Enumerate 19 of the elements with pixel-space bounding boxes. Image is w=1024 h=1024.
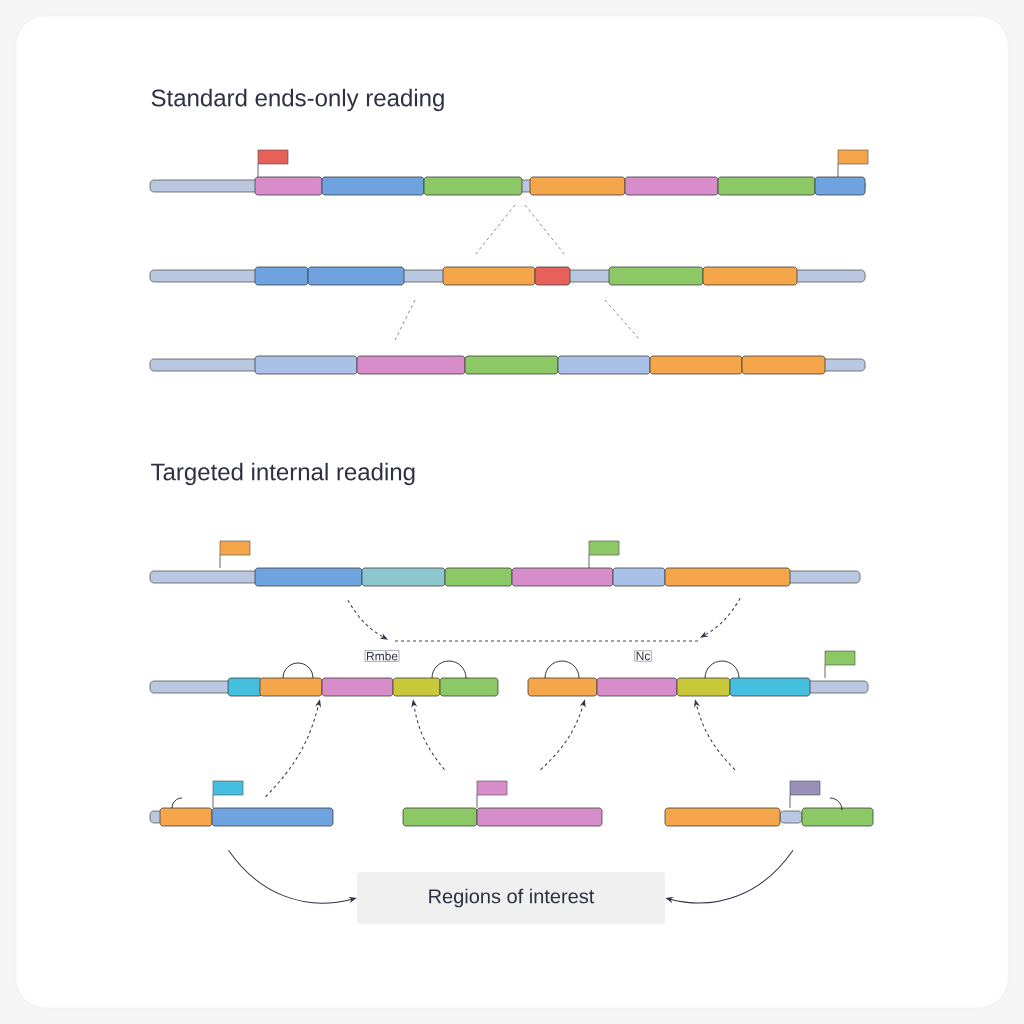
gene-fragment (149, 660, 499, 697)
arrow (347, 599, 388, 640)
section-title: Standard ends-only reading (151, 88, 444, 112)
gene-fragment (527, 650, 869, 697)
arrow (700, 597, 741, 638)
gene-fragment (149, 540, 861, 587)
arrow (228, 849, 356, 904)
tag-label: Nc (634, 650, 652, 662)
tag-label: Rmbe (364, 650, 400, 662)
arrow (666, 849, 794, 904)
gene-fragment (664, 780, 874, 827)
gene-fragment (402, 780, 603, 827)
arrow (540, 700, 586, 771)
arrow (694, 700, 736, 771)
section-title: Targeted internal reading (151, 462, 415, 486)
arrow (265, 700, 321, 798)
gene-fragment (149, 780, 334, 827)
label-box: Regions of interest (357, 872, 665, 924)
arrow (411, 700, 445, 771)
